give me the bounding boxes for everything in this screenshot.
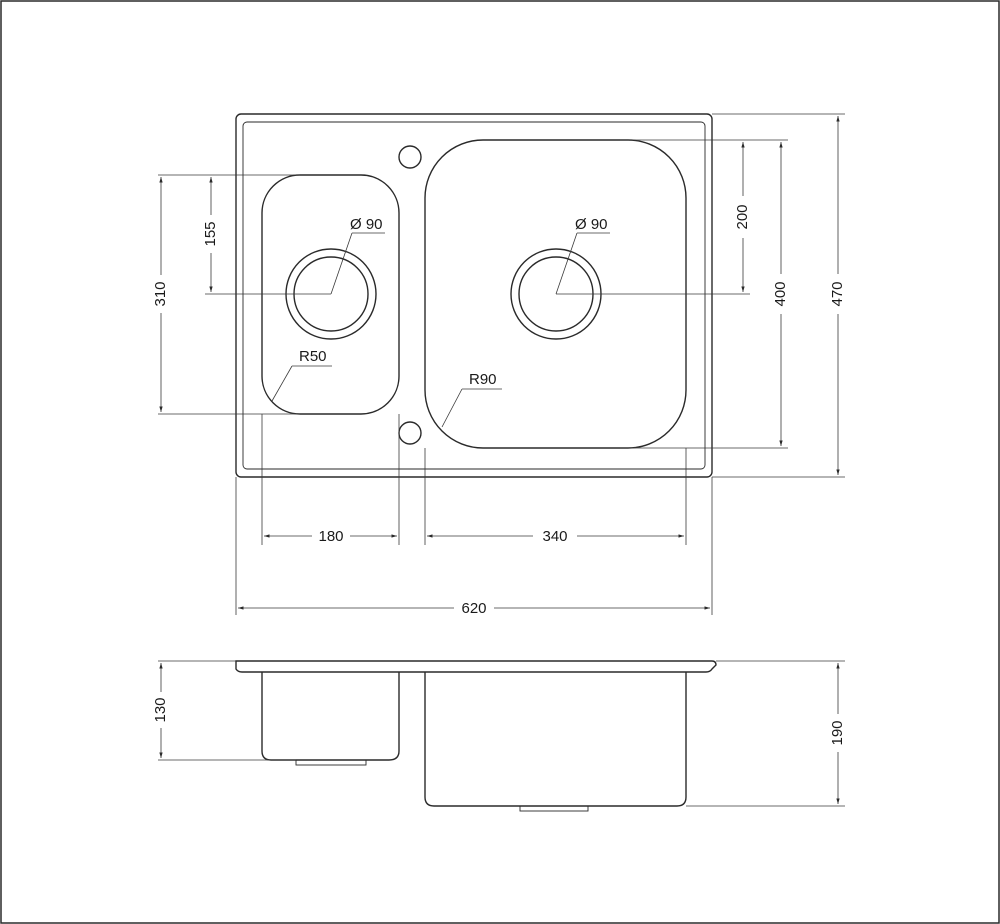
side-view <box>235 660 717 812</box>
tap-hole-bottom <box>398 421 422 445</box>
diameter-callouts: Ø 90 Ø 90 <box>330 216 610 295</box>
small-bowl <box>261 174 400 415</box>
radius-small-bowl-label: R50 <box>299 348 327 365</box>
drain-left-diameter-label: Ø 90 <box>350 216 383 233</box>
small-bowl-width-label: 180 <box>318 528 343 545</box>
overall-length-label: 470 <box>829 281 846 306</box>
sink-inner-rim <box>242 121 706 470</box>
horizontal-dimensions: 180 340 620 <box>235 414 713 617</box>
small-bowl-depth-label: 130 <box>152 697 169 722</box>
right-vertical-dimensions: 200 400 470 <box>556 113 846 478</box>
drain-offset-large-label: 200 <box>734 204 751 229</box>
large-bowl-length-label: 400 <box>772 281 789 306</box>
side-rim <box>235 660 717 673</box>
drain-offset-small-label: 155 <box>202 221 219 246</box>
sink-outer-rim <box>235 113 713 478</box>
tap-hole-top <box>398 145 422 169</box>
side-large-drain <box>519 805 589 812</box>
side-small-drain <box>295 759 367 766</box>
drain-right-diameter-label: Ø 90 <box>575 216 608 233</box>
radius-large-bowl-label: R90 <box>469 371 497 388</box>
left-vertical-dimensions: 310 155 <box>152 174 331 415</box>
large-bowl-width-label: 340 <box>542 528 567 545</box>
top-view <box>235 113 713 478</box>
small-bowl-length-label: 310 <box>152 281 169 306</box>
overall-width-label: 620 <box>461 600 486 617</box>
large-bowl-depth-label: 190 <box>829 720 846 745</box>
side-large-bowl <box>424 672 687 807</box>
side-view-dimensions: 130 190 <box>152 660 846 807</box>
side-small-bowl <box>261 672 400 761</box>
radius-callouts: R50 R90 <box>271 348 502 428</box>
